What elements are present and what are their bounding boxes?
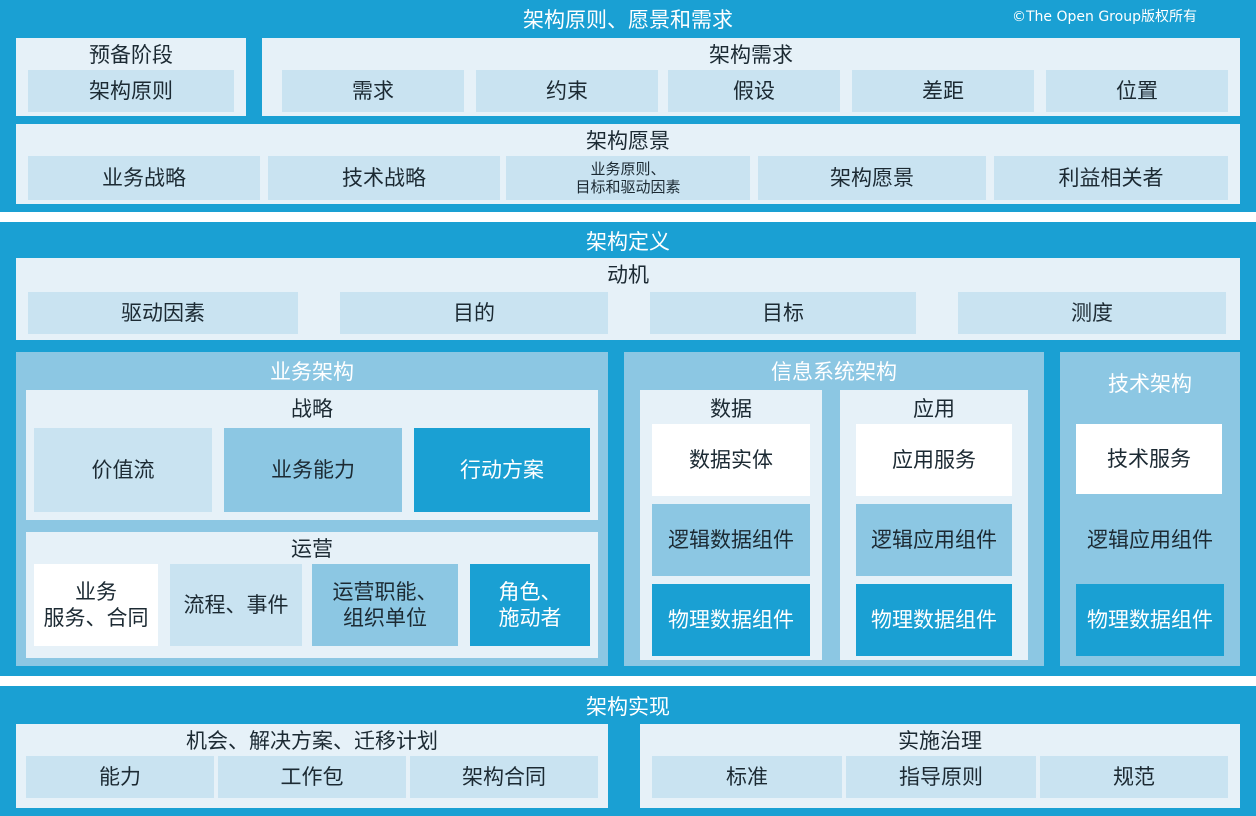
- physical-data-component-box: 物理数据组件: [652, 584, 810, 656]
- logical-data-component-box: 逻辑数据组件: [652, 504, 810, 576]
- constraints-box: 约束: [476, 70, 658, 112]
- business-strategy-box: 业务战略: [28, 156, 260, 200]
- section-title: 架构实现: [586, 695, 670, 719]
- measures-box: 测度: [958, 292, 1226, 334]
- process-event-box: 流程、事件: [170, 564, 302, 646]
- section-title: 架构定义: [586, 230, 670, 254]
- drivers-box: 驱动因素: [28, 292, 298, 334]
- specifications-box: 规范: [1040, 756, 1228, 798]
- capability-box: 能力: [26, 756, 214, 798]
- requirements-title: 架构需求: [709, 43, 793, 67]
- section-title: 架构原则、愿景和需求: [523, 8, 733, 32]
- technology-service-box: 技术服务: [1076, 424, 1222, 494]
- technology-architecture-title: 技术架构: [1108, 372, 1192, 396]
- technology-strategy-box: 技术战略: [268, 156, 500, 200]
- function-org-unit-box: 运营职能、 组织单位: [312, 564, 458, 646]
- information-systems-architecture-title: 信息系统架构: [771, 360, 897, 384]
- course-of-action-box: 行动方案: [414, 428, 590, 512]
- logical-technology-component-box: 逻辑应用组件: [1076, 504, 1224, 576]
- purpose-box: 目的: [340, 292, 608, 334]
- logical-application-component-box: 逻辑应用组件: [856, 504, 1012, 576]
- copyright-notice: ©The Open Group版权所有: [1012, 9, 1197, 25]
- business-architecture-title: 业务架构: [270, 360, 354, 384]
- locations-box: 位置: [1046, 70, 1228, 112]
- goals-box: 目标: [650, 292, 916, 334]
- application-title: 应用: [913, 397, 955, 421]
- physical-technology-component-box: 物理数据组件: [1076, 584, 1224, 656]
- business-principles-goals-drivers-box: 业务原则、 目标和驱动因素: [506, 156, 750, 200]
- vision-title: 架构愿景: [586, 129, 670, 153]
- strategy-title: 战略: [291, 397, 333, 421]
- requirements-box: 需求: [282, 70, 464, 112]
- business-service-contract-box: 业务 服务、合同: [34, 564, 158, 646]
- standards-box: 标准: [652, 756, 842, 798]
- guidelines-box: 指导原则: [846, 756, 1036, 798]
- data-title: 数据: [710, 397, 752, 421]
- value-stream-box: 价值流: [34, 428, 212, 512]
- preliminary-title: 预备阶段: [89, 43, 173, 67]
- assumptions-box: 假设: [668, 70, 840, 112]
- data-entity-box: 数据实体: [652, 424, 810, 496]
- architecture-contract-box: 架构合同: [410, 756, 598, 798]
- role-actor-box: 角色、 施动者: [470, 564, 590, 646]
- operation-title: 运营: [291, 537, 333, 561]
- application-service-box: 应用服务: [856, 424, 1012, 496]
- architecture-principles-box: 架构原则: [28, 70, 234, 112]
- architecture-vision-box: 架构愿景: [758, 156, 986, 200]
- stakeholders-box: 利益相关者: [994, 156, 1228, 200]
- motivation-title: 动机: [607, 263, 649, 287]
- physical-data-component-box: 物理数据组件: [856, 584, 1012, 656]
- business-capability-box: 业务能力: [224, 428, 402, 512]
- gaps-box: 差距: [852, 70, 1034, 112]
- work-package-box: 工作包: [218, 756, 406, 798]
- governance-title: 实施治理: [898, 729, 982, 753]
- opportunities-title: 机会、解决方案、迁移计划: [186, 729, 438, 753]
